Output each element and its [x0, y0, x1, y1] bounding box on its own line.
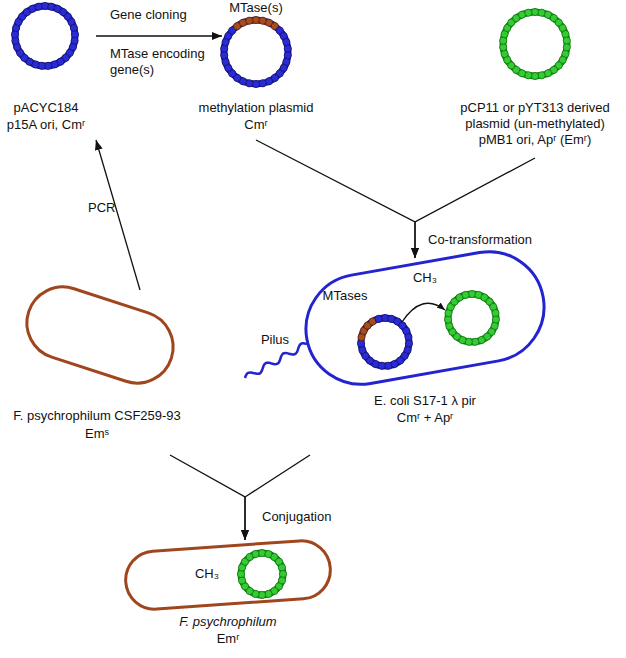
- plasmid-beads: [444, 290, 499, 345]
- node-label: pACYC184: [13, 100, 78, 116]
- plasmid-bead: [563, 37, 570, 44]
- plasmid-bead: [357, 340, 364, 347]
- plasmid-bead: [284, 52, 291, 59]
- node-label: CH₃: [413, 270, 437, 286]
- plasmid-beads: [11, 2, 78, 69]
- node-label: pCP11 or pYT313 derived plasmid (un-meth…: [449, 100, 621, 132]
- node-label: Cmʳ: [244, 117, 267, 133]
- plasmid-bead: [258, 591, 265, 598]
- plasmid-bead: [444, 316, 451, 323]
- plasmid-ring: [15, 6, 75, 66]
- cell-node: CH₃ F. psychrophilumEmʳ: [120, 540, 335, 652]
- plasmid-bead: [252, 16, 259, 23]
- plasmid-bead: [221, 52, 228, 59]
- plasmid-bead: [238, 577, 245, 584]
- node-label: MTases: [323, 288, 368, 304]
- plasmid-bead: [11, 31, 18, 38]
- plasmid-bead: [538, 72, 545, 79]
- node-label: Emˢ: [85, 426, 109, 442]
- plasmid-beads: [357, 314, 412, 369]
- plasmid-bead: [531, 72, 538, 79]
- plasmid-bead: [278, 564, 285, 571]
- plasmid-bead: [500, 37, 507, 44]
- node-label: Cmʳ + Apʳ: [397, 410, 453, 426]
- plasmid-bead: [359, 346, 366, 353]
- plasmid-bead: [222, 58, 229, 65]
- plasmid-bead: [472, 338, 479, 345]
- plasmid-bead: [375, 315, 382, 322]
- plasmid-bead: [258, 549, 265, 556]
- plasmid-bead: [35, 3, 42, 10]
- plasmid-bead: [405, 340, 412, 347]
- pilus-line: [245, 343, 307, 378]
- node-label: pMB1 ori, Apʳ (Emʳ): [479, 132, 591, 148]
- plasmid-bead: [70, 24, 77, 31]
- process-arrow: [96, 35, 222, 36]
- plasmid-bead: [221, 45, 228, 52]
- plasmid-bead: [265, 590, 272, 597]
- node-label: Emʳ: [217, 631, 240, 647]
- edge-label: Gene cloning: [110, 7, 187, 23]
- plasmid-bead: [446, 322, 453, 329]
- edge-label: Co-transformation: [428, 232, 532, 248]
- node-label: E. coli S17-1 λ pir: [374, 393, 476, 409]
- plasmid-bead: [283, 39, 290, 46]
- plasmid-beads: [221, 16, 292, 87]
- process-arrow: [245, 455, 310, 540]
- plasmid-beads: [500, 8, 571, 79]
- plasmid-ring: [361, 318, 409, 366]
- cell-outline: [18, 278, 183, 393]
- edge-label: Conjugation: [262, 509, 331, 525]
- plasmid-node: pCP11 or pYT313 derived plasmid (un-meth…: [490, 8, 580, 158]
- node-label: MTase(s): [229, 0, 282, 16]
- plasmid-bead: [405, 334, 412, 341]
- plasmid-bead: [259, 80, 266, 87]
- annotation: MTase encoding gene(s): [110, 46, 210, 78]
- plasmid-bead: [246, 17, 253, 24]
- node-label: methylation plasmid: [199, 100, 314, 116]
- plasmid-bead: [381, 314, 388, 321]
- node-label: F. psychrophilum: [179, 614, 276, 630]
- plasmid-bead: [468, 290, 475, 297]
- plasmid-ring: [503, 12, 567, 76]
- methylation-arrow: [402, 303, 445, 322]
- node-label: F. psychrophilum CSF259-93: [13, 408, 181, 424]
- plasmid-bead: [385, 362, 392, 369]
- plasmid-bead: [501, 50, 508, 57]
- plasmid-bead: [492, 316, 499, 323]
- plasmid-bead: [563, 44, 570, 51]
- plasmid-ring: [241, 553, 283, 595]
- plasmid-bead: [492, 310, 499, 317]
- node-label: p15A ori, Cmʳ: [7, 117, 85, 133]
- process-arrow: [415, 158, 535, 258]
- process-arrow: [96, 140, 140, 290]
- plasmid-bead: [525, 9, 532, 16]
- plasmid-beads: [237, 549, 286, 598]
- process-arrow: [256, 140, 415, 258]
- plasmid-node: MTase(s)methylation plasmidCmʳ: [222, 0, 290, 140]
- cell-node: F. psychrophilum CSF259-93Emˢ: [20, 290, 178, 455]
- plasmid-bead: [284, 45, 291, 52]
- process-arrow: [170, 455, 245, 540]
- plasmid-bead: [562, 31, 569, 38]
- cell-node: MTases CH₃ Pilus E. coli S17-1 λ pirCmʳ + A…: [240, 258, 550, 455]
- plasmid-bead: [252, 550, 259, 557]
- plasmid-bead: [462, 291, 469, 298]
- cell-outline: [124, 539, 333, 611]
- plasmid-node: pACYC184p15A ori, Cmʳ: [0, 0, 96, 140]
- node-shape: [240, 258, 550, 455]
- plasmid-ring: [224, 20, 288, 84]
- node-label: CH₃: [195, 566, 219, 582]
- plasmid-bead: [531, 8, 538, 15]
- edge-label: PCR: [88, 200, 115, 216]
- plasmid-bead: [279, 570, 286, 577]
- plasmid-ring: [448, 294, 496, 342]
- plasmid-bead: [237, 570, 244, 577]
- plasmid-bead: [252, 80, 259, 87]
- node-label: Pilus: [261, 332, 289, 348]
- cell-outline: [297, 243, 552, 393]
- plasmid-bead: [500, 44, 507, 51]
